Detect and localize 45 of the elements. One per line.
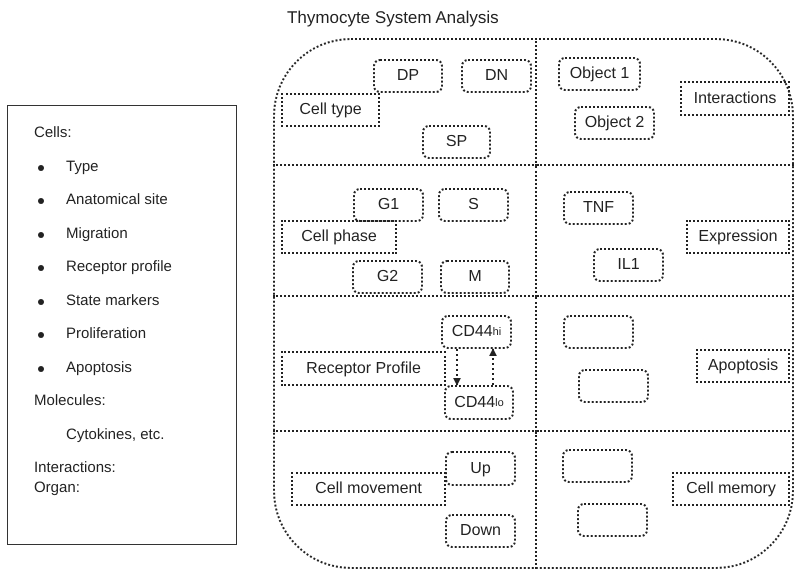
value-box: G1 — [353, 188, 424, 222]
value-box: IL1 — [593, 248, 664, 282]
list-item: Proliferation — [66, 325, 146, 342]
value-box: G2 — [352, 260, 423, 294]
category-box: Expression — [686, 220, 790, 254]
value-box: S — [438, 188, 509, 222]
value-box: Down — [445, 514, 516, 548]
analysis-frame — [273, 38, 794, 569]
list-heading: Interactions: — [34, 459, 116, 476]
empty-box — [562, 449, 633, 483]
empty-box — [578, 369, 649, 403]
category-box: Cell movement — [291, 472, 446, 506]
category-box: Cell phase — [281, 220, 397, 254]
empty-box — [563, 315, 634, 349]
list-item: Cytokines, etc. — [66, 426, 164, 442]
list-item: Anatomical site — [66, 191, 168, 208]
list-item: Apoptosis — [66, 358, 132, 376]
value-box: DP — [373, 59, 443, 93]
category-box: Apoptosis — [696, 349, 790, 383]
value-box: M — [440, 260, 510, 294]
arrow — [453, 349, 461, 386]
attribute-list-panel — [7, 105, 237, 545]
value-box: Up — [445, 451, 516, 486]
list-item: Type — [66, 158, 99, 174]
grid-cell — [273, 38, 537, 166]
grid-cell — [273, 166, 537, 297]
value-box: Object 1 — [558, 57, 641, 91]
value-box: Object 2 — [574, 106, 655, 140]
list-item: State markers — [66, 292, 160, 308]
list-item: Receptor profile — [66, 258, 172, 275]
list-heading: Molecules: — [34, 392, 106, 409]
value-box: DN — [461, 59, 532, 93]
list-heading: Cells: — [34, 124, 72, 141]
category-box: Receptor Profile — [281, 351, 446, 386]
category-box: Cell memory — [672, 472, 790, 506]
list-heading: Organ: — [34, 479, 80, 496]
value-box: SP — [422, 125, 491, 159]
category-box: Cell type — [281, 93, 380, 127]
grid-cell — [273, 297, 537, 432]
value-box: TNF — [563, 191, 634, 225]
category-box: Interactions — [680, 81, 790, 116]
title: Thymocyte System Analysis — [287, 8, 499, 28]
list-item: Migration — [66, 224, 128, 242]
arrow — [489, 348, 497, 385]
empty-box — [577, 503, 648, 537]
